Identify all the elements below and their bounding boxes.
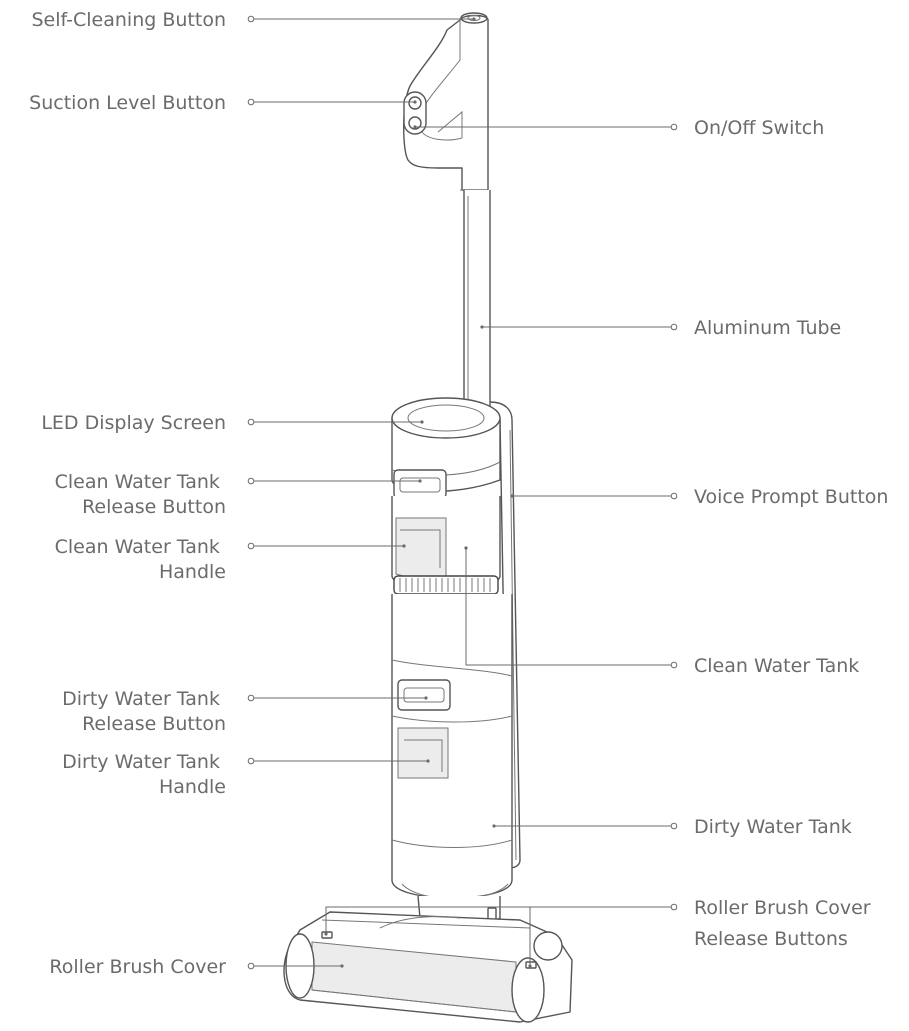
label-led-display-screen: LED Display Screen — [41, 412, 226, 434]
dirty-water-tank-shape — [391, 594, 513, 900]
label-roller-brush-cover: Roller Brush Cover — [49, 956, 226, 978]
label-dirty-water-tank-handle: Dirty Water Tank Handle — [62, 751, 226, 798]
aluminum-tube-shape — [463, 190, 491, 409]
head-unit — [391, 397, 501, 499]
label-dirty-water-tank-release-button: Dirty Water Tank Release Button — [62, 688, 226, 735]
label-dirty-water-tank: Dirty Water Tank — [694, 816, 852, 838]
label-roller-brush-cover-release-buttons: Roller Brush Cover Release Buttons — [694, 897, 877, 950]
labels-right: On/Off Switch Aluminum Tube Voice Prompt… — [694, 117, 888, 950]
clean-water-tank-shape — [391, 496, 501, 589]
knurled-ring — [393, 575, 499, 595]
floor-head — [283, 911, 573, 1023]
label-on-off-switch: On/Off Switch — [694, 117, 824, 139]
label-aluminum-tube: Aluminum Tube — [694, 317, 841, 339]
label-voice-prompt-button: Voice Prompt Button — [694, 486, 888, 508]
vacuum-illustration — [283, 12, 573, 1023]
labels-left: Self-Cleaning Button Suction Level Butto… — [29, 9, 226, 978]
handle-grip — [403, 12, 489, 191]
leader-lines — [247, 15, 678, 970]
label-clean-water-tank-handle: Clean Water Tank Handle — [55, 536, 226, 583]
label-suction-level-button: Suction Level Button — [29, 92, 226, 114]
label-clean-water-tank: Clean Water Tank — [694, 655, 859, 677]
label-clean-water-tank-release-button: Clean Water Tank Release Button — [55, 471, 226, 518]
label-self-cleaning-button: Self-Cleaning Button — [31, 9, 226, 31]
